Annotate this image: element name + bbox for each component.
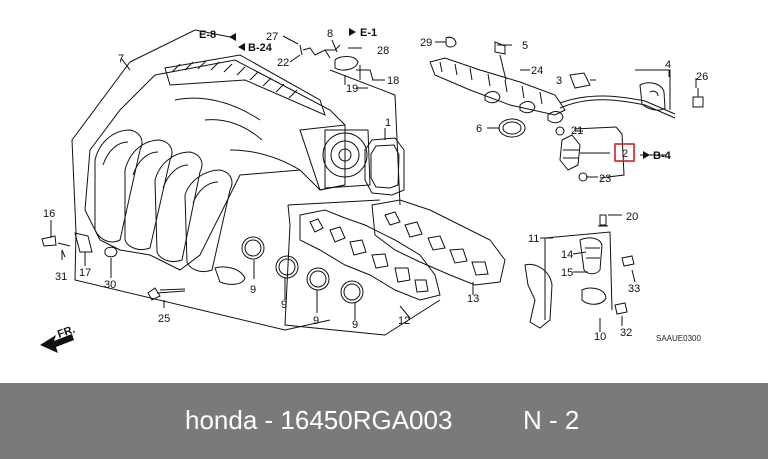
gasket-frame [284,204,441,336]
diagram-code: SAAUE0300 [656,334,701,343]
o-ring-9d [340,280,364,304]
callout-21[interactable]: 21 [571,125,583,137]
callout-27[interactable]: 27 [266,31,278,43]
callout-2[interactable]: 2 [622,148,628,160]
o-ring-9c [306,267,330,291]
callout-17[interactable]: 17 [79,267,91,279]
callout-14[interactable]: 14 [561,249,573,261]
highlight-box-part-2 [614,143,635,162]
fuel-rail [429,36,676,124]
callout-11[interactable]: 11 [528,233,539,245]
callout-9a[interactable]: 9 [250,284,256,296]
callout-31[interactable]: 31 [55,271,67,283]
callout-8[interactable]: 8 [327,28,333,40]
injector-frame [573,126,625,179]
front-direction-label: FR. [56,323,77,340]
bracket-17 [74,232,93,253]
callout-33[interactable]: 33 [628,283,640,295]
throttle-gasket [364,137,405,196]
ref-b4[interactable]: B-4 [653,150,672,162]
intake-manifold [84,54,371,285]
callout-22[interactable]: 22 [277,57,289,69]
callout-26[interactable]: 26 [696,71,708,83]
caption-bar: honda - 16450RGA003 N - 2 [0,383,768,459]
part-number-caption: honda - 16450RGA003 [185,405,453,435]
callout-5[interactable]: 5 [522,40,528,52]
callout-24[interactable]: 24 [531,65,543,77]
callout-13[interactable]: 13 [467,293,479,305]
callout-23[interactable]: 23 [599,173,611,185]
fuel-injector [559,134,581,171]
manifold-gasket-12 [299,209,441,301]
callout-25[interactable]: 25 [158,313,170,325]
assembly-frame [71,29,331,331]
front-arrow-icon [40,334,74,353]
manifold-gasket-13 [371,199,506,286]
callout-20[interactable]: 20 [626,211,638,223]
callout-19[interactable]: 19 [346,83,358,95]
callout-4[interactable]: 4 [665,59,671,71]
sensor-bracket [524,263,553,329]
callout-32[interactable]: 32 [620,327,632,339]
callout-16[interactable]: 16 [43,208,55,220]
intake-manifold-exploded-view: 1 2 3 4 5 6 7 8 9 9 9 9 10 11 12 13 14 1… [40,27,708,353]
callout-7[interactable]: 7 [118,53,124,65]
callout-30[interactable]: 30 [104,279,116,291]
callout-29[interactable]: 29 [420,37,432,49]
ref-e1[interactable]: E-1 [360,27,377,39]
callout-9c[interactable]: 9 [313,315,319,327]
callout-15[interactable]: 15 [561,267,573,279]
callout-6[interactable]: 6 [476,123,482,135]
o-ring-9a [241,236,265,260]
callout-28[interactable]: 28 [377,45,389,57]
callout-1[interactable]: 1 [385,117,391,129]
parts-diagram: 1 2 3 4 5 6 7 8 9 9 9 9 10 11 12 13 14 1… [40,27,708,353]
callout-18[interactable]: 18 [387,75,399,87]
sensor-frame [544,231,613,320]
ref-e8[interactable]: E-8 [199,29,216,41]
callout-9b[interactable]: 9 [281,299,287,311]
callout-9d[interactable]: 9 [352,319,358,331]
callout-3[interactable]: 3 [556,75,562,87]
diagram-position-caption: N - 2 [523,405,580,435]
callout-12[interactable]: 12 [398,315,410,327]
bolt-25 [147,287,186,301]
callout-10[interactable]: 10 [594,331,606,343]
o-ring-9b [275,255,299,279]
clip-4 [639,82,666,111]
ref-b24[interactable]: B-24 [248,42,273,54]
